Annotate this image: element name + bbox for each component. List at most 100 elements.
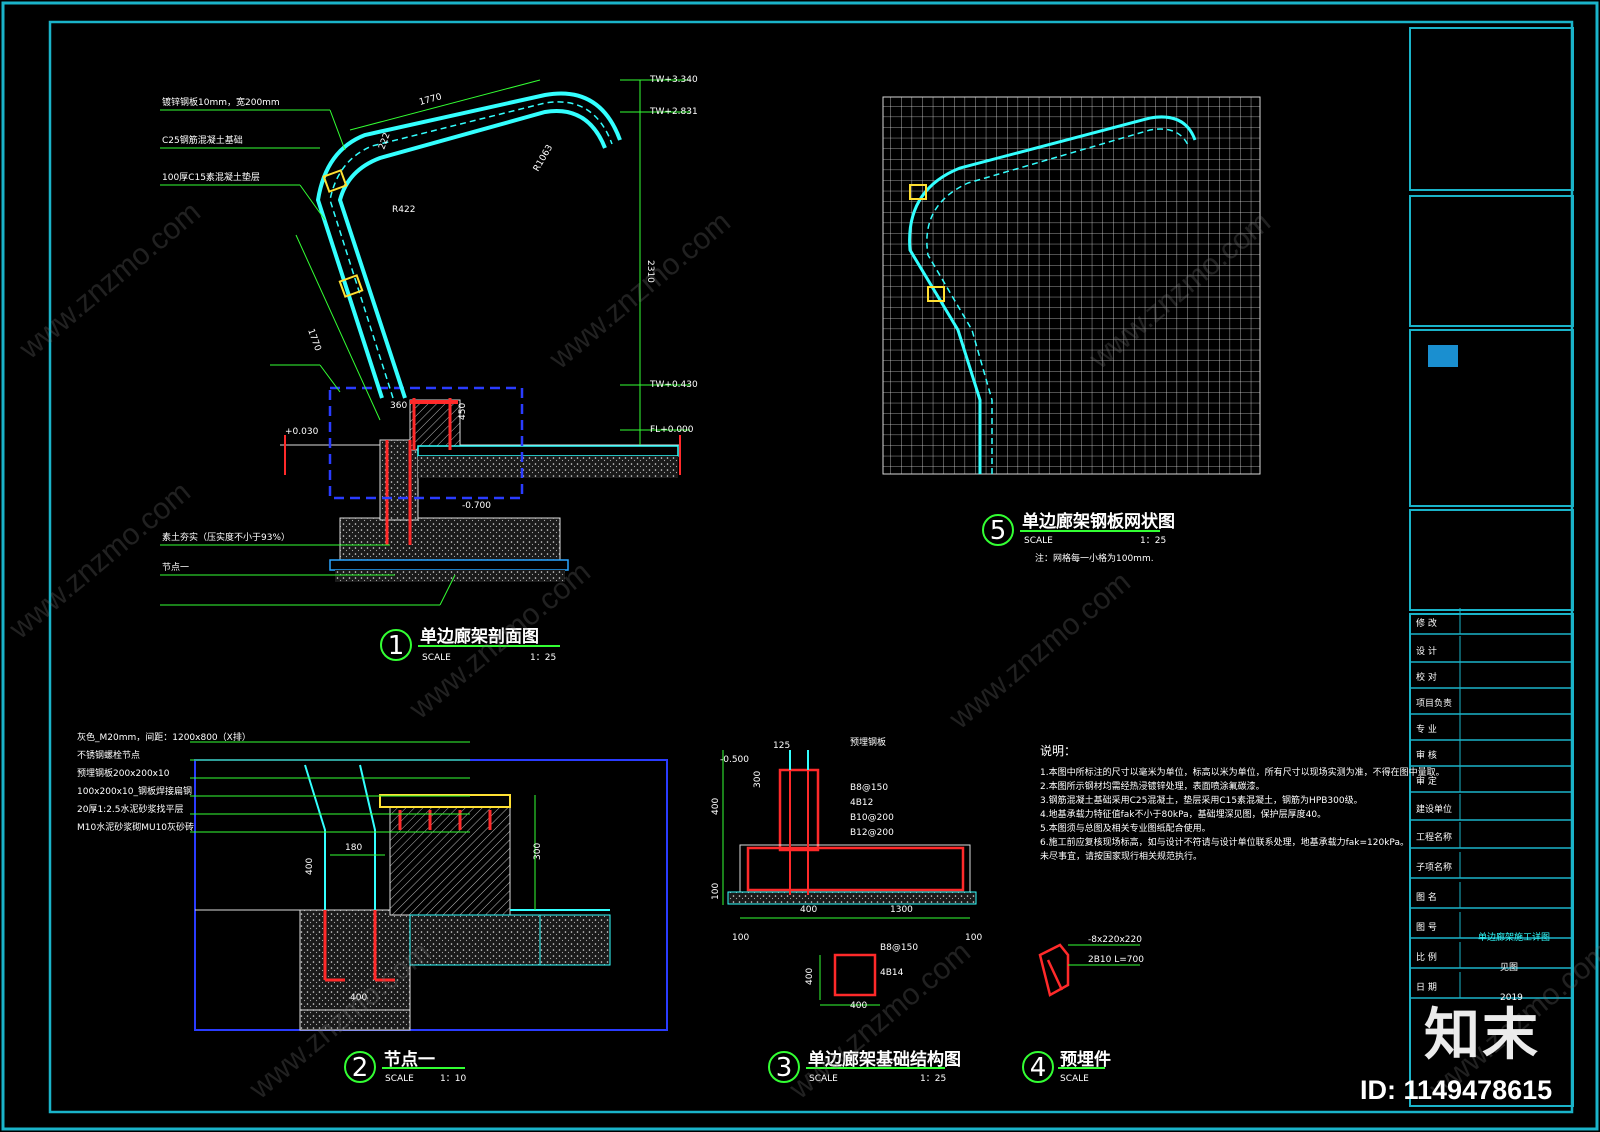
section-dim: FL+0.000 xyxy=(650,425,694,435)
section-scale: 1：25 xyxy=(530,653,556,663)
grid-number: 5 xyxy=(990,516,1007,546)
section-dim: TW+2.831 xyxy=(649,107,698,117)
node-note: 预埋钢板200x200x10 xyxy=(77,767,170,779)
section-dim: 450 xyxy=(458,403,468,420)
section-dim: 360 xyxy=(390,401,407,411)
title-block-label: 项目负责 xyxy=(1416,697,1452,709)
section-dim: 222 xyxy=(377,131,392,151)
section-note: 素土夯实（压实度不小于93%） xyxy=(162,531,290,543)
steel-mesh-grid xyxy=(882,96,1261,475)
foundation-dim: 400 xyxy=(805,968,815,985)
foundation-label: B12@200 xyxy=(850,828,894,838)
section-note: 100厚C15素混凝土垫层 xyxy=(162,171,260,183)
title-block-label: 审 定 xyxy=(1416,775,1437,787)
note-line: 3.钢筋混凝土基础采用C25混凝土，垫层采用C15素混凝土，钢筋为HPB300级… xyxy=(1040,794,1363,806)
foundation-label: B8@150 xyxy=(850,783,888,793)
foundation-scale: 1：25 xyxy=(920,1074,946,1084)
embed-scale-label: SCALE xyxy=(1060,1074,1089,1084)
title-block-label: 设 计 xyxy=(1416,645,1437,657)
svg-text:www.znzmo.com: www.znzmo.com xyxy=(783,935,977,1106)
node-dim: 180 xyxy=(345,843,362,853)
node-note: 20厚1:2.5水泥砂浆找平层 xyxy=(77,803,184,815)
title-block-label: 校 对 xyxy=(1416,671,1437,683)
section-dim: -0.700 xyxy=(462,501,491,511)
embed-title: 预埋件 xyxy=(1060,1049,1111,1070)
note-line: 1.本图中所标注的尺寸以毫米为单位，标高以米为单位，所有尺寸以现场实测为准，不得… xyxy=(1040,766,1445,778)
note-line: 2.本图所示钢材均需经热浸镀锌处理，表面喷涂氟碳漆。 xyxy=(1040,780,1265,792)
title-block-label: 图 名 xyxy=(1416,891,1437,903)
section-note: C25钢筋混凝土基础 xyxy=(162,134,243,146)
foundation-dim: 100 xyxy=(965,933,982,943)
watermarks: www.znzmo.com www.znzmo.com www.znzmo.co… xyxy=(3,195,1600,1106)
svg-text:www.znzmo.com: www.znzmo.com xyxy=(13,195,207,366)
title-block-label: 工程名称 xyxy=(1416,831,1452,843)
grid-title: 单边廊架钢板网状图 xyxy=(1022,511,1175,532)
title-block-label: 日 期 xyxy=(1416,982,1437,993)
node-dim: 300 xyxy=(533,843,543,860)
foundation-label: B10@200 xyxy=(850,813,894,823)
title-block-label: 专 业 xyxy=(1416,723,1437,735)
foundation-dim: 400 xyxy=(711,798,721,815)
drawing-name: 单边廊架施工详图 xyxy=(1478,931,1550,943)
scale-value: 见图 xyxy=(1500,962,1518,973)
node-note: 不锈钢螺栓节点 xyxy=(77,749,140,761)
foundation-dim: 400 xyxy=(800,905,817,915)
grid-drawing: 5 单边廊架钢板网状图 SCALE 1：25 注：网格每一小格为100mm. xyxy=(882,96,1261,564)
node-note: M10水泥砂浆砌MU10灰砂砖 xyxy=(77,821,194,833)
section-dim: R422 xyxy=(392,205,415,215)
note-line: 未尽事宜，请按国家现行相关规范执行。 xyxy=(1040,850,1202,862)
foundation-label: B8@150 xyxy=(880,943,918,953)
brand-logo: 知末 xyxy=(1424,1003,1540,1068)
general-notes: 说明： 1.本图中所标注的尺寸以毫米为单位，标高以米为单位，所有尺寸以现场实测为… xyxy=(1040,743,1445,862)
note-line: 5.本图须与总图及相关专业图纸配合使用。 xyxy=(1040,822,1211,834)
node-scale-label: SCALE xyxy=(385,1074,414,1084)
embed-label: -8x220x220 xyxy=(1088,935,1142,945)
section-dim: 1770 xyxy=(418,92,443,108)
node-drawing: 灰色_M20mm，间距：1200x800（X排） 不锈钢螺栓节点预埋钢板200x2… xyxy=(77,731,668,1084)
section-dim: 2310 xyxy=(645,260,655,283)
foundation-title: 单边廊架基础结构图 xyxy=(808,1049,961,1070)
section-note: 节点一 xyxy=(162,562,189,573)
grid-note: 注：网格每一小格为100mm. xyxy=(1035,552,1154,564)
svg-text:www.znzmo.com: www.znzmo.com xyxy=(943,565,1137,736)
foundation-label: 4B12 xyxy=(850,798,873,808)
foundation-dim: 300 xyxy=(753,771,763,788)
section-dim: R1063 xyxy=(532,143,555,173)
svg-text:www.znzmo.com: www.znzmo.com xyxy=(3,475,197,646)
node-number: 2 xyxy=(352,1053,369,1083)
foundation-dim: 125 xyxy=(773,741,790,751)
id-label: ID: 1149478615 xyxy=(1360,1075,1553,1105)
foundation-scale-label: SCALE xyxy=(809,1074,838,1084)
section-dim: TW+3.340 xyxy=(649,75,698,85)
grid-scale-label: SCALE xyxy=(1024,536,1053,546)
foundation-dim: -0.500 xyxy=(720,755,749,765)
embed-label: 2B10 L=700 xyxy=(1088,955,1144,965)
node-dim: 400 xyxy=(350,993,367,1003)
title-block-label: 建设单位 xyxy=(1416,803,1452,815)
date-value: 2019 xyxy=(1500,993,1523,1003)
foundation-dim: 100 xyxy=(711,883,721,900)
section-number: 1 xyxy=(388,631,405,661)
foundation-label: 4B14 xyxy=(880,968,904,978)
section-dim: TW+0.430 xyxy=(649,380,698,390)
node-title: 节点一 xyxy=(384,1049,435,1070)
section-scale-label: SCALE xyxy=(422,653,451,663)
foundation-number: 3 xyxy=(776,1053,793,1083)
note-line: 4.地基承载力特征值fak不小于80kPa，基础埋深见图，保护层厚度40。 xyxy=(1040,808,1326,820)
foundation-dim: 1300 xyxy=(890,905,913,915)
title-block-label: 图 号 xyxy=(1416,922,1437,933)
node-note: 灰色_M20mm，间距：1200x800（X排） xyxy=(77,731,251,743)
foundation-dim: 100 xyxy=(732,933,749,943)
section-note: 镀锌钢板10mm，宽200mm xyxy=(162,96,280,108)
title-block-label: 修 改 xyxy=(1416,617,1437,629)
node-note: 100x200x10_钢板焊接扁钢 xyxy=(77,785,192,797)
foundation-label: 预埋钢板 xyxy=(850,736,886,748)
grid-scale: 1：25 xyxy=(1140,536,1166,546)
title-block-label: 比 例 xyxy=(1416,951,1437,963)
section-title: 单边廊架剖面图 xyxy=(420,626,539,647)
